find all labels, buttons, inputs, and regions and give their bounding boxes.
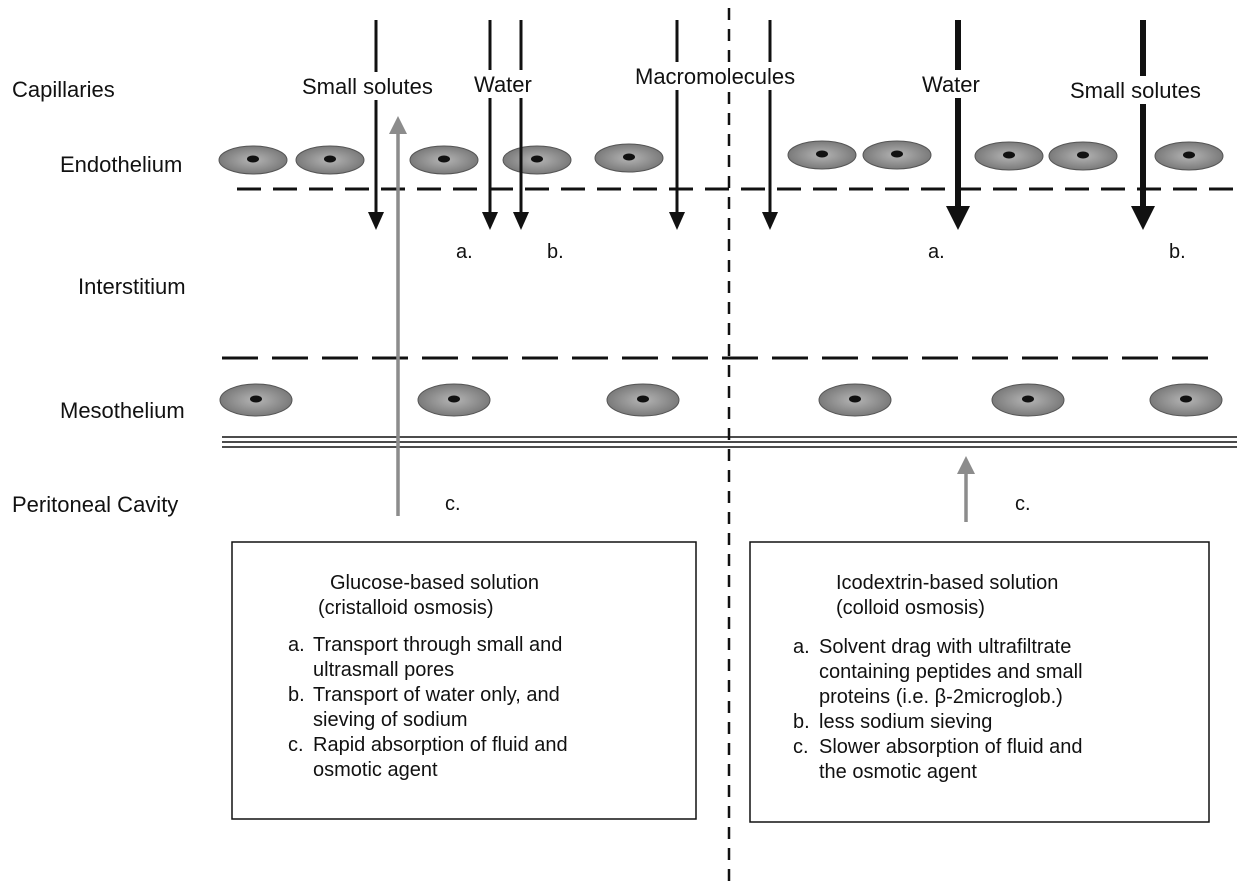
mesothelial-cell — [417, 383, 491, 417]
left-water-arrow-a — [482, 20, 498, 230]
glucose-item-c-line1: Rapid absorption of fluid and — [313, 734, 568, 756]
icodextrin-item-a-line3: proteins (i.e. β-2microglob.) — [819, 686, 1063, 708]
right-absorption-arrow — [957, 456, 975, 522]
glucose-item-c-marker: c. — [288, 734, 304, 756]
glucose-item-b-line1: Transport of water only, and — [313, 684, 560, 706]
left-absorption-arrow — [389, 116, 407, 516]
endothelial-cells — [218, 140, 1224, 175]
right-water-arrow — [946, 20, 970, 230]
right-small-solutes-label: Small solutes — [1070, 78, 1201, 103]
right-small-solutes-arrow — [1131, 20, 1155, 230]
peritoneal-cavity-label: Peritoneal Cavity — [12, 492, 178, 517]
left-small-solutes-label: Small solutes — [302, 74, 433, 99]
left-macromolecules-arrow — [669, 20, 685, 230]
endothelial-cell — [594, 143, 664, 173]
icodextrin-item-c-line2: the osmotic agent — [819, 761, 977, 783]
icodextrin-item-c-line1: Slower absorption of fluid and — [819, 736, 1083, 758]
glucose-box-subtitle: (cristalloid osmosis) — [318, 597, 494, 619]
mesothelial-cell — [606, 383, 680, 417]
left-small-solutes-arrow — [368, 20, 384, 230]
glucose-item-c-line2: osmotic agent — [313, 759, 438, 781]
endothelial-cell — [787, 140, 857, 170]
glucose-box-title: Glucose-based solution — [330, 572, 539, 594]
left-water-arrow-b — [513, 20, 529, 230]
mesothelial-cells — [219, 383, 1223, 417]
glucose-item-b-marker: b. — [288, 684, 305, 706]
left-marker-b: b. — [547, 241, 564, 263]
icodextrin-item-a-marker: a. — [793, 636, 810, 658]
icodextrin-box-subtitle: (colloid osmosis) — [836, 597, 985, 619]
glucose-item-a-marker: a. — [288, 634, 305, 656]
icodextrin-item-c-marker: c. — [793, 736, 809, 758]
left-marker-c: c. — [445, 493, 461, 515]
left-water-label: Water — [474, 72, 532, 97]
capillaries-label: Capillaries — [12, 77, 115, 102]
icodextrin-box-title: Icodextrin-based solution — [836, 572, 1058, 594]
mesothelium-label: Mesothelium — [60, 398, 185, 423]
glucose-solution-box: Glucose-based solution (cristalloid osmo… — [231, 541, 697, 820]
endothelial-cell — [295, 145, 365, 175]
endothelial-cell — [1048, 141, 1118, 171]
icodextrin-item-b-marker: b. — [793, 711, 810, 733]
right-marker-b: b. — [1169, 241, 1186, 263]
left-marker-a: a. — [456, 241, 473, 263]
glucose-item-a-line1: Transport through small and — [313, 634, 562, 656]
mesothelial-cell — [991, 383, 1065, 417]
icodextrin-item-a-line2: containing peptides and small — [819, 661, 1083, 683]
right-water-label: Water — [922, 72, 980, 97]
mesothelial-cell — [1149, 383, 1223, 417]
glucose-item-a-line2: ultrasmall pores — [313, 659, 454, 681]
endothelial-cell — [1154, 141, 1224, 171]
endothelial-cell — [974, 141, 1044, 171]
right-marker-a: a. — [928, 241, 945, 263]
icodextrin-item-b-line1: less sodium sieving — [819, 711, 992, 733]
mesothelial-cell — [818, 383, 892, 417]
mesothelial-cell — [219, 383, 293, 417]
endothelium-label: Endothelium — [60, 152, 182, 177]
endothelial-cell — [862, 140, 932, 170]
icodextrin-solution-box: Icodextrin-based solution (colloid osmos… — [749, 541, 1210, 823]
right-marker-c: c. — [1015, 493, 1031, 515]
right-macromolecules-arrow — [762, 20, 778, 230]
endothelial-cell — [218, 145, 288, 175]
icodextrin-item-a-line1: Solvent drag with ultrafiltrate — [819, 636, 1071, 658]
glucose-item-b-line2: sieving of sodium — [313, 709, 468, 731]
endothelial-cell — [409, 145, 479, 175]
macromolecules-label: Macromolecules — [635, 64, 795, 89]
endothelial-cell — [502, 145, 572, 175]
interstitium-label: Interstitium — [78, 274, 186, 299]
